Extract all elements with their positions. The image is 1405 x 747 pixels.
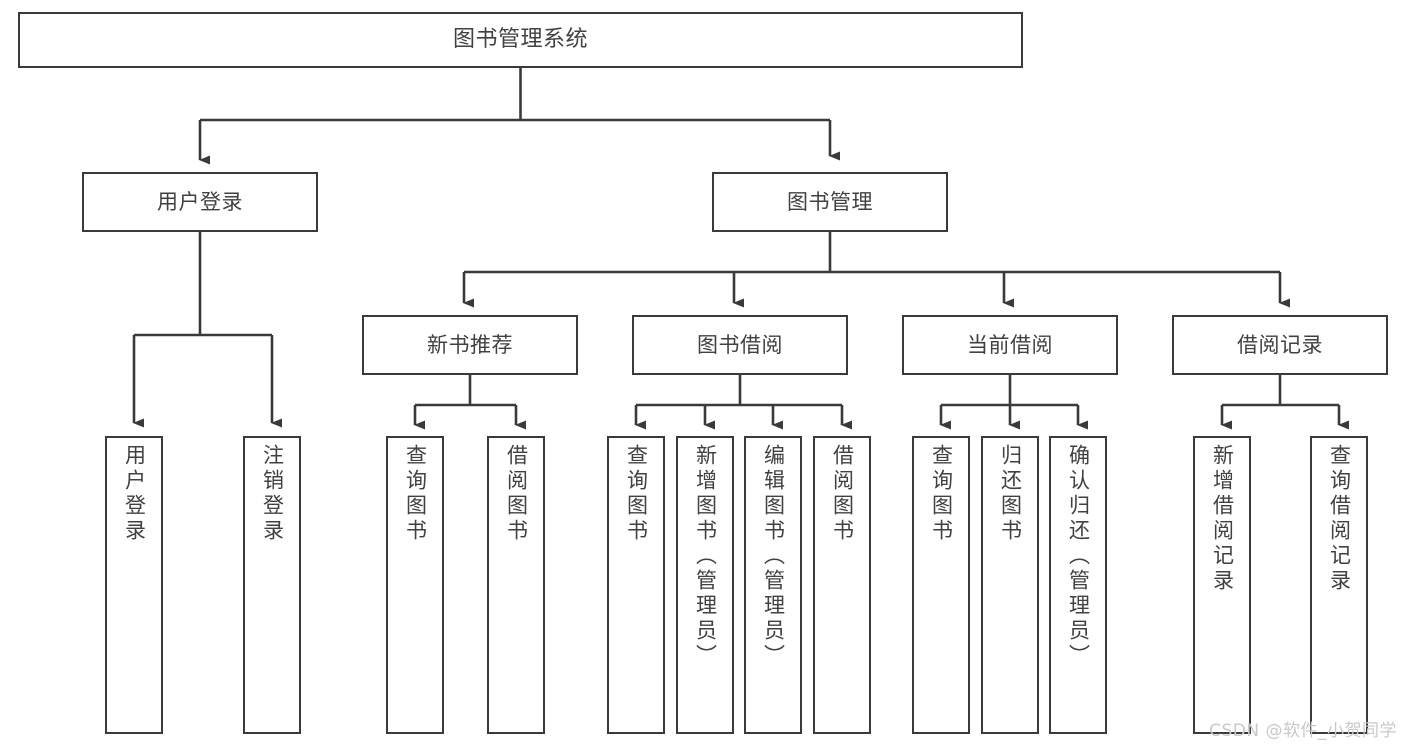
node-book-management-label: 图书管理	[787, 189, 873, 214]
leaf-borrow-book-label: 借阅图书	[830, 444, 855, 544]
leaf-query-book-recommend-label: 查询图书	[403, 444, 428, 544]
leaf-query-book-current-label: 查询图书	[929, 444, 954, 544]
node-root-label: 图书管理系统	[452, 27, 588, 53]
leaf-confirm-return[interactable]: 确认归还（管理员）	[1049, 436, 1107, 734]
node-new-book-recommend-label: 新书推荐	[427, 332, 513, 357]
node-current-borrow-label: 当前借阅	[967, 332, 1053, 357]
leaf-query-book-borrow-label: 查询图书	[624, 444, 649, 544]
leaf-edit-book-label: 编辑图书（管理员）	[761, 444, 786, 669]
leaf-add-borrow-record-label: 新增借阅记录	[1210, 444, 1235, 594]
leaf-borrow-book-recommend-label: 借阅图书	[504, 444, 529, 544]
leaf-confirm-return-label: 确认归还（管理员）	[1066, 444, 1091, 669]
leaf-borrow-book[interactable]: 借阅图书	[813, 436, 871, 734]
node-borrow-record[interactable]: 借阅记录	[1172, 315, 1388, 375]
leaf-return-book[interactable]: 归还图书	[981, 436, 1039, 734]
leaf-query-book-current[interactable]: 查询图书	[912, 436, 970, 734]
leaf-query-book-borrow[interactable]: 查询图书	[607, 436, 665, 734]
node-borrow-record-label: 借阅记录	[1237, 332, 1323, 357]
watermark: CSDN @软件_小贺同学	[1209, 721, 1397, 741]
leaf-query-borrow-record[interactable]: 查询借阅记录	[1310, 436, 1368, 734]
node-book-borrow-label: 图书借阅	[697, 332, 783, 357]
leaf-query-borrow-record-label: 查询借阅记录	[1327, 444, 1352, 594]
node-user-login[interactable]: 用户登录	[82, 172, 318, 232]
node-new-book-recommend[interactable]: 新书推荐	[362, 315, 578, 375]
leaf-user-login-label: 用户登录	[122, 444, 147, 544]
leaf-user-login[interactable]: 用户登录	[105, 436, 163, 734]
leaf-add-book-label: 新增图书（管理员）	[693, 444, 718, 669]
leaf-add-borrow-record[interactable]: 新增借阅记录	[1193, 436, 1251, 734]
leaf-logout[interactable]: 注销登录	[243, 436, 301, 734]
leaf-logout-label: 注销登录	[260, 444, 285, 544]
leaf-add-book[interactable]: 新增图书（管理员）	[676, 436, 734, 734]
node-book-management[interactable]: 图书管理	[712, 172, 948, 232]
leaf-borrow-book-recommend[interactable]: 借阅图书	[487, 436, 545, 734]
node-user-login-label: 用户登录	[157, 189, 243, 214]
leaf-query-book-recommend[interactable]: 查询图书	[386, 436, 444, 734]
node-book-borrow[interactable]: 图书借阅	[632, 315, 848, 375]
leaf-edit-book[interactable]: 编辑图书（管理员）	[744, 436, 802, 734]
leaf-return-book-label: 归还图书	[998, 444, 1023, 544]
node-root-book-management-system[interactable]: 图书管理系统	[18, 12, 1023, 68]
node-current-borrow[interactable]: 当前借阅	[902, 315, 1118, 375]
